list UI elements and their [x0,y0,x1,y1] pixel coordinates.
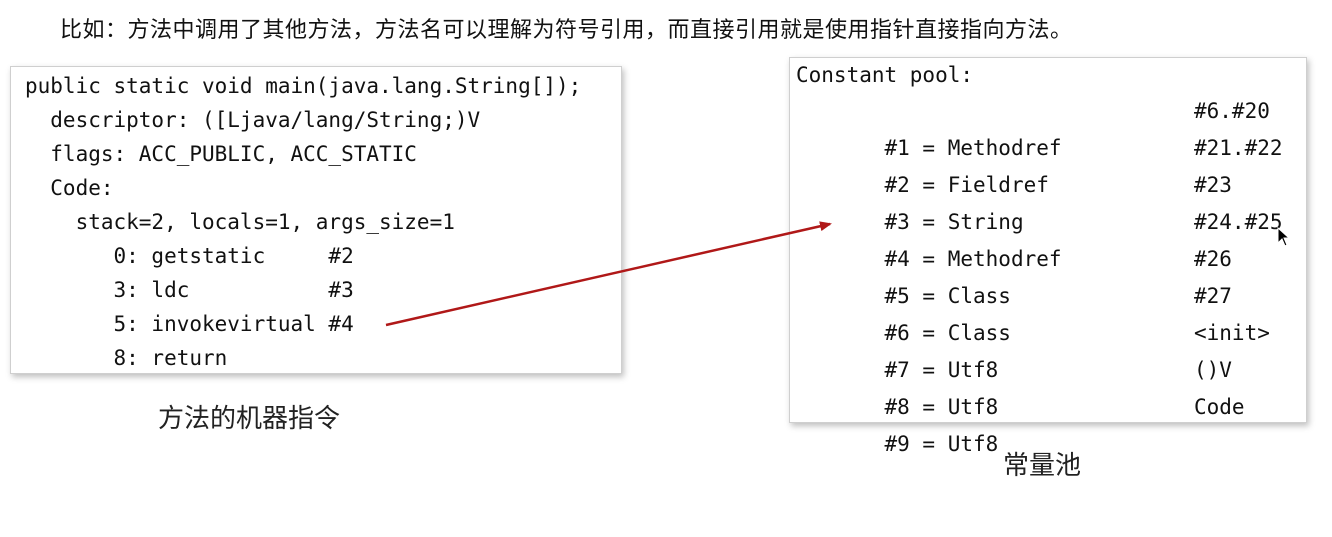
code-line: 0: getstatic #2 [25,244,354,268]
pool-entry: #7 = Utf8 <init> [796,315,1306,382]
pool-entry-ref: #24.#25 [1194,210,1283,234]
constant-pool-title: Constant pool: [796,63,974,87]
code-line: 3: ldc #3 [25,278,354,302]
heading-text: 比如：方法中调用了其他方法，方法名可以理解为符号引用，而直接引用就是使用指针直接… [60,18,1073,43]
code-line: stack=2, locals=1, args_size=1 [25,210,455,234]
pool-entry-ref: Code [1194,395,1245,419]
pool-entry-target: #4 = Methodref #24.#25 [796,204,1306,271]
pool-entry-label: #2 = Fieldref [846,173,1049,197]
pool-entry: #2 = Fieldref #21.#22 [796,130,1306,197]
pool-entry-ref: #27 [1194,284,1232,308]
pool-entry: #9 = Utf8 Code [796,389,1306,456]
pool-entry: #6 = Class #27 [796,278,1306,345]
code-line: 8: return [25,346,228,370]
pool-entry-label: #5 = Class [846,284,1011,308]
pool-entry-ref: #26 [1194,247,1232,271]
code-line-invokevirtual: 5: invokevirtual #4 [25,312,354,336]
code-line: Code: [25,176,114,200]
pool-entry-ref: #21.#22 [1194,136,1283,160]
mouse-cursor-icon [1277,226,1291,247]
pool-entry-ref: ()V [1194,358,1232,382]
reference-arrow [385,221,832,327]
bytecode-caption: 方法的机器指令 [158,404,341,434]
code-line: public static void main(java.lang.String… [25,74,582,98]
pool-entry: #5 = Class #26 [796,241,1306,308]
pool-entry-label: #9 = Utf8 [846,432,999,456]
constant-pool-caption: 常量池 [1003,451,1082,481]
pool-entry-label: #3 = String [846,210,1024,234]
pool-entry-ref: #23 [1194,173,1232,197]
code-line: descriptor: ([Ljava/lang/String;)V [25,108,481,132]
pool-entry-ref: <init> [1194,321,1270,345]
pool-entry-label: #1 = Methodref [846,136,1062,160]
pool-entry-label: #6 = Class [846,321,1011,345]
pool-entry-label: #4 = Methodref [846,247,1062,271]
pool-entry-label: #7 = Utf8 [846,358,999,382]
bytecode-box: public static void main(java.lang.String… [10,66,622,374]
code-line: flags: ACC_PUBLIC, ACC_STATIC [25,142,417,166]
pool-entry-ref: #6.#20 [1194,99,1270,123]
pool-entry: #1 = Methodref #6.#20 [796,93,1306,160]
pool-entry: #8 = Utf8 ()V [796,352,1306,419]
pool-entry-label: #8 = Utf8 [846,395,999,419]
constant-pool-box: Constant pool: #1 = Methodref #6.#20 #2 … [789,57,1307,456]
pool-entry: #3 = String #23 [796,167,1306,234]
reference-arrow-layer [385,221,1291,327]
